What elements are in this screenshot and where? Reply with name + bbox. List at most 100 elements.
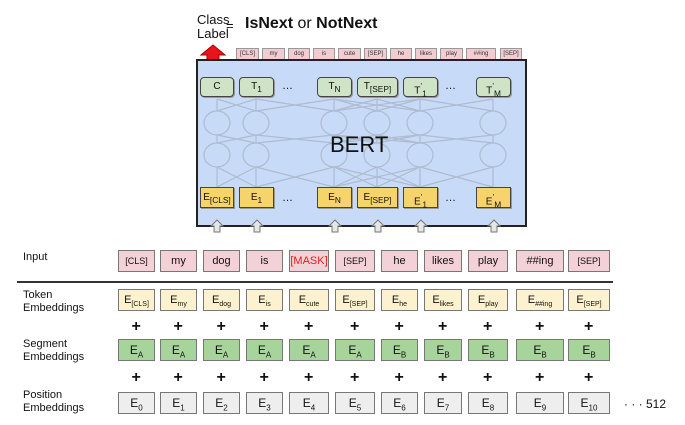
token-subscript: M bbox=[493, 88, 501, 99]
token-base: E bbox=[124, 294, 132, 306]
attention-connection bbox=[419, 166, 494, 188]
token-base: E bbox=[533, 343, 542, 357]
plus-icon: + bbox=[438, 318, 448, 335]
token-base: E bbox=[580, 396, 589, 410]
token-base: T bbox=[486, 85, 493, 97]
input-token: ##ing bbox=[516, 250, 564, 272]
plus-icon: + bbox=[350, 318, 360, 335]
token-base: E bbox=[363, 192, 371, 203]
hidden-unit bbox=[479, 142, 507, 168]
plus-icon: + bbox=[131, 318, 141, 335]
position-max-length: · · · 512 bbox=[624, 397, 667, 411]
token-subscript: B bbox=[590, 350, 596, 360]
token-label-line2: Embeddings bbox=[23, 302, 85, 314]
segment-embedding: EA bbox=[246, 339, 283, 361]
token-subscript: he bbox=[399, 301, 408, 309]
plus-icon: + bbox=[438, 369, 448, 386]
token-subscript: N bbox=[334, 195, 341, 205]
token-base: E bbox=[533, 396, 542, 410]
token-base: T bbox=[363, 81, 370, 92]
token-subscript: B bbox=[541, 350, 547, 360]
token-base: E bbox=[250, 192, 258, 203]
token-base: C bbox=[213, 81, 221, 92]
input-token: [CLS] bbox=[118, 250, 155, 272]
plus-icon: + bbox=[259, 369, 269, 386]
token-base: E bbox=[391, 294, 400, 306]
or-label: or bbox=[293, 15, 317, 32]
token-prime: ’ bbox=[420, 193, 423, 202]
attention-connection bbox=[376, 134, 421, 144]
token-base: E bbox=[170, 294, 178, 306]
token-base: E bbox=[436, 396, 445, 410]
position-embedding: E9 bbox=[516, 392, 564, 414]
token-base: E bbox=[432, 294, 440, 306]
position-embedding: E3 bbox=[246, 392, 283, 414]
token-subscript: A bbox=[356, 350, 362, 360]
token-base: E bbox=[211, 294, 220, 306]
token-subscript: dog bbox=[219, 301, 232, 309]
position-embedding: E4 bbox=[289, 392, 329, 414]
position-embedding: E7 bbox=[424, 392, 462, 414]
up-arrow-icon bbox=[249, 219, 264, 233]
input-token: dog bbox=[203, 250, 240, 272]
token-base: E bbox=[328, 192, 335, 203]
up-arrow-icon bbox=[210, 219, 224, 233]
token-subscript: N bbox=[334, 84, 341, 94]
token-embedding: E[CLS] bbox=[118, 289, 155, 311]
plus-icon: + bbox=[131, 369, 141, 386]
up-arrow-icon bbox=[486, 219, 501, 233]
attention-connection bbox=[255, 98, 335, 112]
input-token: [SEP] bbox=[335, 250, 375, 272]
hidden-unit bbox=[406, 110, 434, 136]
segment-embedding: EA bbox=[160, 339, 197, 361]
position-embedding: E0 bbox=[118, 392, 155, 414]
token-subscript: 2 bbox=[223, 403, 228, 413]
plus-icon: + bbox=[350, 369, 360, 386]
plus-icon: + bbox=[483, 318, 493, 335]
segment-embedding: EB bbox=[381, 339, 418, 361]
token-base: E bbox=[413, 196, 421, 208]
hidden-unit bbox=[242, 110, 270, 136]
attention-connection bbox=[376, 166, 421, 188]
input-token: [SEP] bbox=[568, 250, 610, 272]
token-base: E bbox=[477, 294, 486, 306]
token-embedding: E[SEP] bbox=[335, 289, 375, 311]
token-base: E bbox=[576, 294, 584, 306]
token-subscript: A bbox=[179, 350, 186, 360]
equals-sign: = bbox=[226, 18, 234, 33]
class-label-line1: Class bbox=[197, 12, 230, 27]
token-subscript: 6 bbox=[401, 403, 406, 413]
attention-connection bbox=[216, 166, 257, 188]
token-base: T bbox=[328, 81, 335, 92]
input-embedding-node: E1 bbox=[239, 187, 274, 208]
token-subscript: [CLS] bbox=[131, 301, 149, 309]
attention-connection bbox=[419, 98, 494, 112]
token-base: E bbox=[485, 196, 493, 208]
plus-icon: + bbox=[173, 318, 183, 335]
hidden-unit bbox=[406, 142, 434, 168]
token-base: E bbox=[257, 343, 266, 357]
position-embedding: E10 bbox=[568, 392, 610, 414]
input-token: is bbox=[246, 250, 283, 272]
segment-embedding: EA bbox=[203, 339, 240, 361]
token-subscript: 1 bbox=[180, 403, 185, 413]
output-node: TN bbox=[317, 77, 352, 97]
input-ellipsis-1: … bbox=[282, 192, 293, 204]
input-token: play bbox=[468, 250, 508, 272]
input-token: likes bbox=[424, 250, 462, 272]
segment-label-line2: Embeddings bbox=[23, 351, 85, 363]
token-base: E bbox=[481, 396, 490, 410]
token-prime: ’ bbox=[420, 82, 423, 91]
input-token: he bbox=[381, 250, 418, 272]
segment-embedding: EA bbox=[118, 339, 155, 361]
segment-embedding: EB bbox=[516, 339, 564, 361]
token-subscript: B bbox=[444, 350, 450, 360]
token-subscript: [CLS] bbox=[209, 195, 231, 205]
plus-icon: + bbox=[173, 369, 183, 386]
segment-embedding: EA bbox=[335, 339, 375, 361]
token-subscript: [SEP] bbox=[369, 84, 392, 94]
token-subscript: A bbox=[310, 350, 316, 360]
token-subscript: is bbox=[265, 301, 271, 309]
token-base: E bbox=[392, 343, 401, 357]
is-next-label: IsNext bbox=[245, 15, 294, 32]
